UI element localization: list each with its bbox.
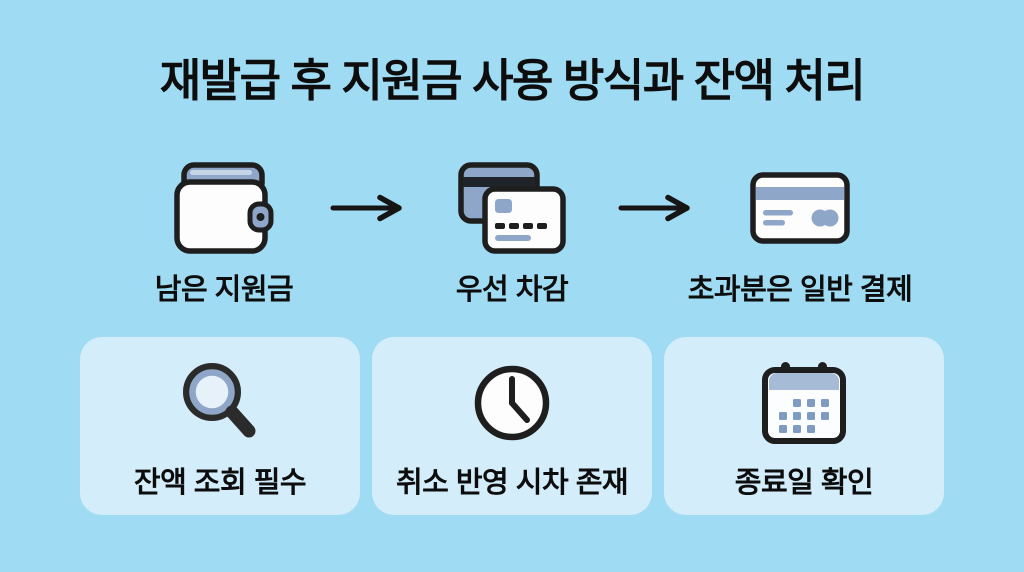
calendar-icon xyxy=(761,357,847,449)
flow-step-remaining-funds: 남은 지원금 xyxy=(80,160,368,308)
flow-step-label: 초과분은 일반 결제 xyxy=(687,274,913,306)
wallet-icon xyxy=(174,160,274,256)
info-card-label: 종료일 확인 xyxy=(734,467,874,499)
info-card-cancellation-lag: 취소 반영 시차 존재 xyxy=(372,337,652,515)
info-card-end-date: 종료일 확인 xyxy=(664,337,944,515)
info-cards-row: 잔액 조회 필수 취소 반영 시차 존재 xyxy=(0,337,1024,515)
clock-icon xyxy=(472,357,552,449)
flow-step-priority-deduction: 우선 차감 xyxy=(368,160,656,308)
credit-cards-icon xyxy=(458,160,566,256)
arrow-right-icon xyxy=(330,194,410,227)
arrow-right-icon xyxy=(618,194,698,227)
flow-step-regular-payment: 초과분은 일반 결제 xyxy=(656,160,944,308)
page-title: 재발급 후 지원금 사용 방식과 잔액 처리 xyxy=(159,55,866,106)
info-card-balance-check: 잔액 조회 필수 xyxy=(80,337,360,515)
flow-row: 남은 지원금 우선 차감 xyxy=(80,160,944,308)
credit-card-icon xyxy=(750,160,850,256)
flow-step-label: 우선 차감 xyxy=(455,274,569,306)
magnifier-icon xyxy=(174,357,266,449)
info-card-label: 잔액 조회 필수 xyxy=(133,467,307,499)
info-card-label: 취소 반영 시차 존재 xyxy=(395,467,629,499)
flow-step-label: 남은 지원금 xyxy=(154,274,294,306)
